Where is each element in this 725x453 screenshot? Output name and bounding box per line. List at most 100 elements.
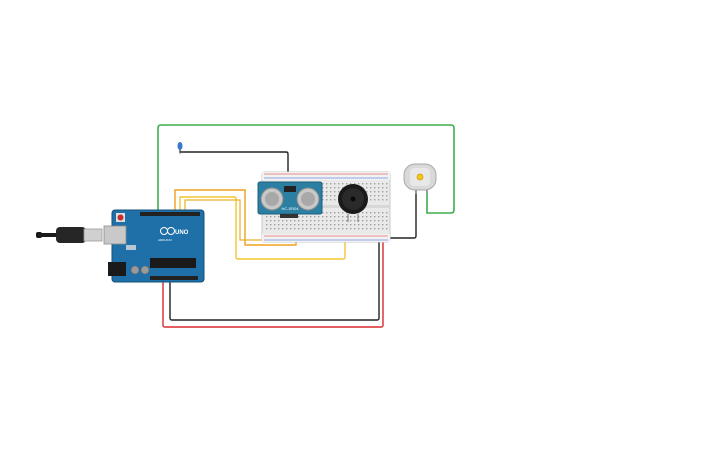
- dc-motor[interactable]: [403, 163, 437, 194]
- breadboard-hole: [362, 216, 364, 218]
- reset-button[interactable]: [117, 214, 124, 221]
- breadboard-hole: [362, 228, 364, 230]
- breadboard-hole: [370, 199, 372, 201]
- breadboard-hole: [338, 183, 340, 185]
- breadboard-hole: [306, 220, 308, 222]
- usb-cable[interactable]: [36, 227, 103, 243]
- breadboard-hole: [378, 212, 380, 214]
- breadboard-hole: [358, 220, 360, 222]
- breadboard-hole: [350, 216, 352, 218]
- breadboard-hole: [314, 224, 316, 226]
- breadboard-hole: [350, 220, 352, 222]
- breadboard-hole: [266, 228, 268, 230]
- analog-header: [150, 276, 198, 280]
- breadboard-hole: [338, 187, 340, 189]
- breadboard-hole: [306, 228, 308, 230]
- wire-red-5v[interactable]: [162, 238, 384, 328]
- breadboard-hole: [334, 191, 336, 193]
- breadboard-hole: [294, 228, 296, 230]
- breadboard-hole: [274, 228, 276, 230]
- breadboard-hole: [370, 224, 372, 226]
- breadboard-hole: [354, 228, 356, 230]
- arduino-uno[interactable]: UNO ARDUINO: [103, 209, 205, 283]
- wire-black-led[interactable]: [179, 150, 289, 185]
- breadboard-hole: [294, 224, 296, 226]
- breadboard-hole: [314, 220, 316, 222]
- breadboard-hole: [378, 199, 380, 201]
- wire-green-motor[interactable]: [157, 124, 455, 214]
- breadboard-hole: [362, 224, 364, 226]
- breadboard-hole: [338, 224, 340, 226]
- breadboard-hole: [374, 191, 376, 193]
- breadboard-hole: [382, 191, 384, 193]
- indicator-led[interactable]: [177, 142, 183, 154]
- breadboard-hole: [322, 224, 324, 226]
- breadboard-hole: [326, 228, 328, 230]
- breadboard-hole: [346, 224, 348, 226]
- breadboard-hole: [278, 228, 280, 230]
- breadboard-hole: [370, 212, 372, 214]
- breadboard-hole: [334, 195, 336, 197]
- breadboard-hole: [326, 183, 328, 185]
- breadboard-hole: [338, 191, 340, 193]
- breadboard-hole: [378, 224, 380, 226]
- breadboard-hole: [294, 220, 296, 222]
- breadboard-hole: [346, 212, 348, 214]
- breadboard-hole: [322, 195, 324, 197]
- breadboard-hole: [370, 195, 372, 197]
- digital-header: [140, 212, 200, 216]
- breadboard-hole: [374, 212, 376, 214]
- breadboard-hole: [310, 220, 312, 222]
- breadboard-hole: [366, 212, 368, 214]
- wire-black-gnd[interactable]: [169, 238, 380, 321]
- wire-black-motor[interactable]: [388, 190, 417, 239]
- breadboard-hole: [334, 212, 336, 214]
- breadboard-hole: [382, 220, 384, 222]
- breadboard-hole: [274, 216, 276, 218]
- breadboard-hole: [346, 220, 348, 222]
- breadboard-hole: [286, 220, 288, 222]
- breadboard-hole: [334, 183, 336, 185]
- breadboard-hole: [314, 228, 316, 230]
- breadboard-hole: [290, 220, 292, 222]
- breadboard-hole: [318, 228, 320, 230]
- breadboard-hole: [350, 228, 352, 230]
- breadboard-hole: [330, 212, 332, 214]
- breadboard-hole: [330, 216, 332, 218]
- breadboard-hole: [330, 183, 332, 185]
- breadboard-hole: [302, 228, 304, 230]
- breadboard-hole: [374, 228, 376, 230]
- wire-yellow[interactable]: [179, 196, 346, 260]
- breadboard-hole: [318, 224, 320, 226]
- breadboard-hole: [386, 199, 388, 201]
- breadboard-hole: [374, 199, 376, 201]
- breadboard-hole: [326, 212, 328, 214]
- breadboard-hole: [278, 224, 280, 226]
- breadboard-hole: [322, 199, 324, 201]
- breadboard-hole: [302, 216, 304, 218]
- piezo-buzzer[interactable]: [338, 184, 368, 222]
- breadboard-hole: [310, 216, 312, 218]
- ultrasonic-sensor[interactable]: HC-SR04: [257, 181, 323, 218]
- breadboard-hole: [382, 187, 384, 189]
- breadboard-hole: [366, 191, 368, 193]
- breadboard-hole: [382, 216, 384, 218]
- breadboard-hole: [326, 216, 328, 218]
- breadboard-hole: [386, 228, 388, 230]
- breadboard-hole: [374, 187, 376, 189]
- breadboard-hole: [362, 212, 364, 214]
- breadboard-hole: [298, 228, 300, 230]
- breadboard-hole: [378, 183, 380, 185]
- breadboard-hole: [386, 220, 388, 222]
- breadboard-hole: [386, 183, 388, 185]
- sensor-label: HC-SR04: [281, 206, 299, 211]
- breadboard-hole: [286, 228, 288, 230]
- breadboard-hole: [310, 228, 312, 230]
- breadboard-hole: [306, 224, 308, 226]
- breadboard-hole: [374, 216, 376, 218]
- breadboard-hole: [270, 224, 272, 226]
- breadboard-hole: [330, 187, 332, 189]
- breadboard-hole: [346, 183, 348, 185]
- breadboard-hole: [370, 187, 372, 189]
